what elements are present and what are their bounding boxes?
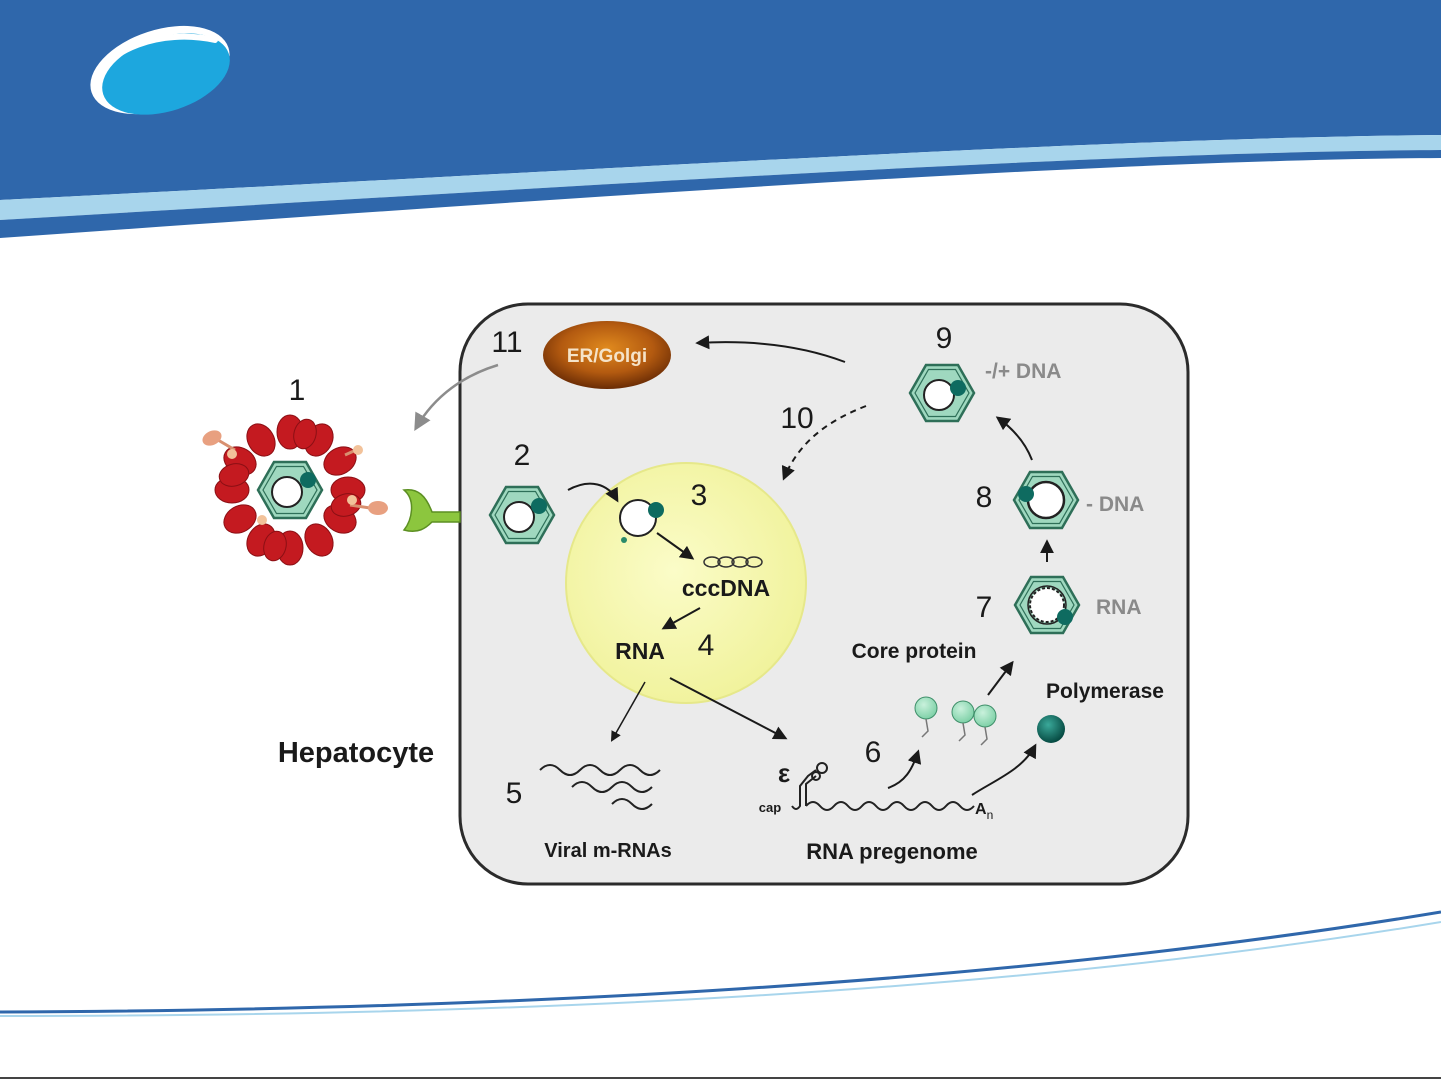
step-number-11: 11 — [491, 326, 522, 359]
step-number-10: 10 — [780, 402, 813, 435]
step-number-2: 2 — [514, 439, 531, 472]
hepatocyte-label: Hepatocyte — [278, 737, 434, 769]
cccdna-label: cccDNA — [682, 575, 770, 601]
step-number-7: 7 — [976, 591, 993, 624]
core-protein-label: Core protein — [852, 640, 977, 663]
er-golgi-label: ER/Golgi — [567, 346, 647, 367]
cap-label: cap — [759, 800, 781, 815]
step-number-5: 5 — [506, 777, 523, 810]
rna-pregenome-label: RNA pregenome — [806, 839, 978, 864]
diagram: ER/Golgi 1 2 3 4 5 6 7 8 9 10 11 — [200, 304, 1188, 884]
minus-plus-dna-label: -/+ DNA — [985, 360, 1061, 383]
step-number-9: 9 — [936, 322, 953, 355]
rna-label: RNA — [615, 638, 665, 664]
step-number-3: 3 — [691, 479, 708, 512]
viral-mrnas-label: Viral m-RNAs — [544, 840, 671, 862]
poly-a-subscript: n — [987, 808, 994, 822]
receptor-icon — [404, 490, 460, 532]
minus-dna-label: - DNA — [1086, 493, 1144, 516]
polymerase-label: Polymerase — [1046, 680, 1164, 703]
step-number-8: 8 — [976, 481, 993, 514]
polymerase-icon — [1037, 715, 1065, 743]
step-number-1: 1 — [289, 374, 306, 407]
footer-swoosh — [0, 912, 1441, 1078]
step-number-4: 4 — [698, 629, 715, 662]
virion — [200, 415, 388, 565]
epsilon-label: ε — [778, 758, 790, 788]
rna-capsid-label: RNA — [1096, 596, 1142, 619]
step-number-6: 6 — [865, 736, 882, 769]
